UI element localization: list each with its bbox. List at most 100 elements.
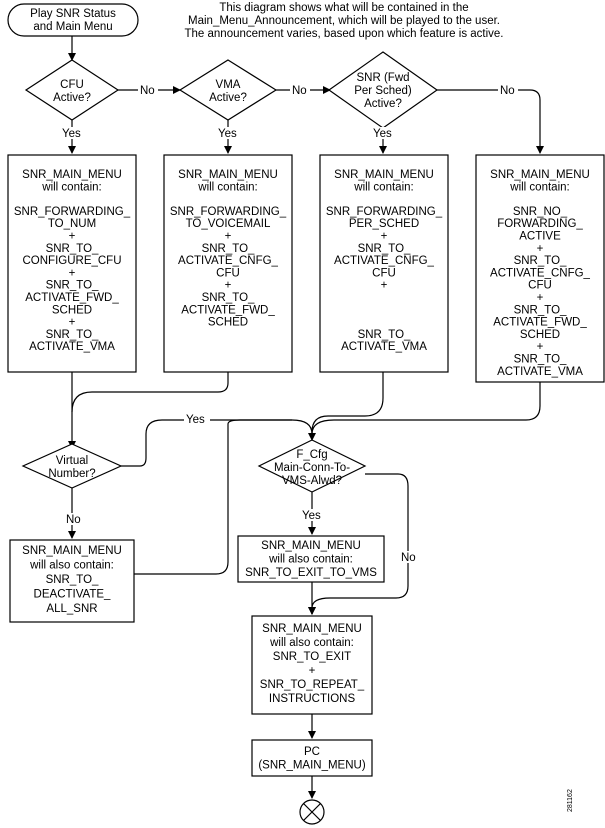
start-label: Play SNR Status and Main Menu [30,8,116,33]
edge-label-cfu-yes: Yes [62,128,81,140]
box-deactivate-line: DEACTIVATE_ [34,589,111,601]
edge-label-vma-no: No [292,85,307,97]
box-vma-line: SCHED [208,317,248,329]
box-none-line: SNR_MAIN_MENU [490,169,590,181]
box-exit-vms-line: SNR_TO_EXIT_TO_VMS [245,567,377,579]
edge-deactivate-fcfg [134,419,292,575]
snr-decision-label: Per Sched) [354,85,412,97]
box-pc-main-menu-text: PC (SNR_MAIN_MENU) [258,746,366,772]
edge-label-vma-yes: Yes [218,128,237,140]
box-none-line: + [537,341,544,353]
box-none-line: ACTIVE [519,231,561,243]
box-exit-line: SNR_TO_REPEAT_ [260,679,365,691]
box-cfu-line: SNR_TO_ [46,280,99,292]
edge-label-virtual-no: No [66,514,81,526]
cfu-decision-label: CFU [60,79,84,91]
box-vma-line: + [225,280,232,292]
box-none-line: ACTIVATE_FWD_ [493,317,587,329]
box-exit-vms-line: will also contain: [268,554,353,566]
box-deactivate-all [9,539,135,623]
edge-label-fcfg-no: No [401,552,416,564]
box-vma-line: SNR_TO_ [202,292,255,304]
box-snr-line: ACTIVATE_CNFG_ [334,255,434,267]
box-cfu-line: TO_NUM [48,218,96,230]
edge-label-virtual-yes: Yes [186,414,205,426]
box-snr-line: will contain: [353,181,413,193]
box-vma-line: ACTIVATE_FWD_ [181,304,275,316]
box-none-line: ACTIVATE_VMA [497,366,583,378]
box-exit-line: SNR_MAIN_MENU [262,623,362,635]
box-exit-line: INSTRUCTIONS [269,693,356,705]
box-cfu-line: SNR_MAIN_MENU [22,169,122,181]
edge-snr-box-fcfg [308,372,384,441]
box-vma-line: SNR_TO_ [202,243,255,255]
box-exit-line: will also contain: [269,637,354,649]
fcfg-decision-label: VMS-Alwd? [282,475,342,487]
box-none-line: CFU [528,280,552,292]
box-vma-line: SNR_FORWARDING_ [170,206,287,218]
box-cfu-line: ACTIVATE_VMA [29,341,115,353]
box-deactivate-line: SNR_MAIN_MENU [22,545,122,557]
box-cfu-line: SCHED [52,304,92,316]
box-deactivate-line: ALL_SNR [46,603,97,615]
vma-decision-label: Active? [209,92,247,104]
vma-decision [178,59,278,121]
box-cfu-active [7,154,137,373]
box-cfu-line: SNR_TO_ [46,243,99,255]
box-pc-main-menu [251,739,373,777]
start-label-line: and Main Menu [33,21,112,33]
box-snr-line: SNR_TO_ [358,329,411,341]
box-cfu-line: SNR_TO_ [46,329,99,341]
header-line: The announcement varies, based upon whic… [185,28,504,40]
box-snr-line: + [381,231,388,243]
box-vma-line: + [225,231,232,243]
box-exit-repeat [251,615,373,715]
box-snr-active [319,154,449,373]
edge-fcfg-no [308,473,409,615]
box-cfu-line: will contain: [41,181,101,193]
box-none-line: SNR_TO_ [514,255,567,267]
box-snr-line: ACTIVATE_VMA [341,341,427,353]
box-snr-line: PER_SCHED [349,218,419,230]
box-none-line: SCHED [520,329,560,341]
box-pc-line: (SNR_MAIN_MENU) [258,760,366,772]
cfu-decision [24,59,120,121]
box-none-line: FORWARDING_ [497,218,583,230]
box-cfu-line: + [69,267,76,279]
edge-labels: No No No Yes Yes Yes Yes No Yes No [60,84,518,564]
box-none-line: + [537,243,544,255]
box-snr-line: + [381,280,388,292]
box-none-line: SNR_NO_ [513,206,568,218]
box-cfu-line: + [69,231,76,243]
fcfg-decision-label: Main-Conn-To- [274,462,350,474]
box-deactivate-line: SNR_TO_ [46,574,99,586]
start-label-line: Play SNR Status [30,8,116,20]
fcfg-decision [257,439,367,493]
box-snr-line: CFU [372,267,396,279]
box-cfu-line: + [69,317,76,329]
figure-id: 281162 [567,789,574,812]
box-vma-line: ACTIVATE_CNFG_ [178,255,278,267]
header-line: Main_Menu_Announcement, which will be pl… [188,15,500,27]
virtual-number-decision [21,443,123,489]
box-snr-line: SNR_FORWARDING_ [326,206,443,218]
edge-label-snr-yes: Yes [373,128,392,140]
box-snr-line: SNR_MAIN_MENU [334,169,434,181]
snr-decision-label: Active? [364,98,402,110]
end-terminator-icon [299,799,325,825]
box-cfu-line: CONFIGURE_CFU [22,255,121,267]
box-pc-line: PC [304,746,320,758]
box-cfu-line: ACTIVATE_FWD_ [25,292,119,304]
virtual-decision-label: Number? [48,468,95,480]
edge-label-cfu-no: No [140,85,155,97]
edge-vma-box-merge [71,372,229,413]
edge-snr-no [437,89,544,154]
box-none-line: ACTIVATE_CNFG_ [490,267,590,279]
box-exit-vms-line: SNR_MAIN_MENU [261,540,361,552]
header-description: This diagram shows what will be containe… [185,2,504,40]
